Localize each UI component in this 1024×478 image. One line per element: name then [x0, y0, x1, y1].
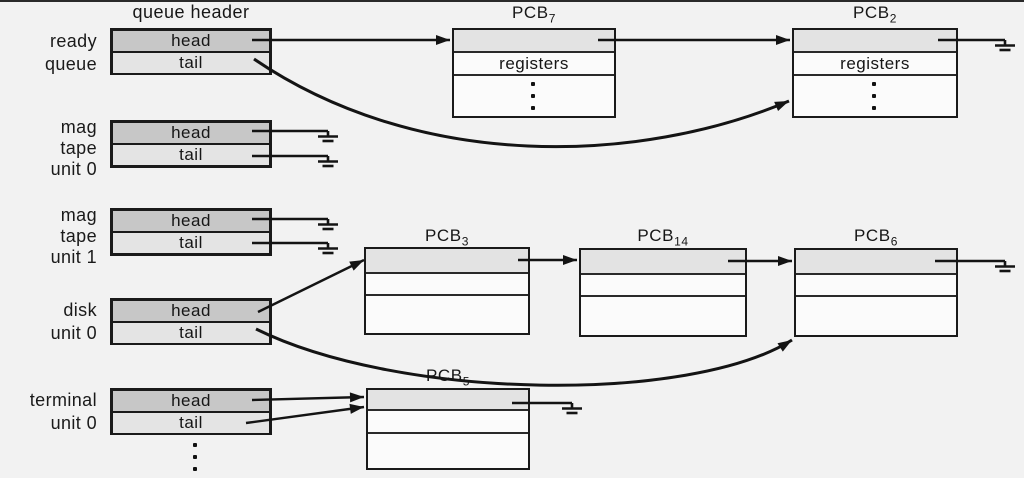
null-pointer-ground-icon: [995, 40, 1015, 52]
pcb2-pointer-cell: [794, 30, 956, 53]
mag-tape-unit0-tail-cell: tail: [113, 143, 269, 165]
vertical-ellipsis-icon: [193, 443, 197, 471]
mag-tape-unit1-header-box: head tail: [110, 208, 272, 256]
arrow-disk-head-to-pcb3: [257, 258, 365, 314]
terminal-unit0-header-box: head tail: [110, 388, 272, 435]
vertical-ellipsis-icon: [872, 82, 876, 110]
mag-tape-unit1-tail-cell: tail: [113, 231, 269, 253]
pcb14-label: PCB14: [637, 226, 689, 249]
screen-top-edge-artifact: [0, 0, 1024, 2]
null-pointer-ground-icon: [995, 261, 1015, 273]
disk-unit0-head-cell: head: [113, 301, 269, 321]
diagram-title: queue header: [132, 2, 250, 22]
disk-unit0-tail-cell: tail: [113, 321, 269, 343]
null-pointer-ground-icon: [318, 219, 338, 231]
pcb6-box: [794, 248, 958, 337]
terminal-unit0-head-cell: head: [113, 391, 269, 411]
mag-tape-unit0-head-cell: head: [113, 123, 269, 143]
disk-unit0-label: disk unit 0: [50, 300, 97, 343]
vertical-ellipsis-icon: [531, 82, 535, 110]
pcb5-label: PCB5: [425, 366, 471, 389]
pcb2-registers-row: registers: [794, 53, 956, 76]
pcb6-label: PCB6: [853, 226, 899, 249]
pcb6-body-row: [796, 297, 956, 335]
pcb3-middle-row: [366, 274, 528, 296]
pcb7-pointer-cell: [454, 30, 614, 53]
terminal-unit0-tail-cell: tail: [113, 411, 269, 433]
ready-queue-tail-cell: tail: [113, 51, 269, 73]
pcb2-label: PCB2: [852, 3, 898, 26]
pcb3-label: PCB3: [424, 226, 470, 249]
pcb6-pointer-cell: [796, 250, 956, 275]
ready-queue-head-cell: head: [113, 31, 269, 51]
mag-tape-unit0-header-box: head tail: [110, 120, 272, 168]
terminal-unit0-label: terminal unit 0: [29, 390, 97, 433]
pcb5-pointer-cell: [368, 390, 528, 411]
mag-tape-unit1-head-cell: head: [113, 211, 269, 231]
pcb6-middle-row: [796, 275, 956, 297]
pcb3-pointer-cell: [366, 249, 528, 274]
pcb14-box: [579, 248, 747, 337]
pcb5-middle-row: [368, 411, 528, 434]
ready-queue-header-box: head tail: [110, 28, 272, 75]
mag-tape-unit1-label: mag tape unit 1: [50, 205, 97, 267]
pcb5-box: [366, 388, 530, 470]
ready-queue-label: ready queue: [44, 31, 97, 74]
pcb3-box: [364, 247, 530, 335]
pcb3-body-row: [366, 296, 528, 333]
null-pointer-ground-icon: [318, 131, 338, 143]
pcb7-label: PCB7: [511, 3, 557, 26]
null-pointer-ground-icon: [562, 403, 582, 415]
pcb14-middle-row: [581, 275, 745, 297]
disk-unit0-header-box: head tail: [110, 298, 272, 345]
mag-tape-unit0-label: mag tape unit 0: [50, 117, 97, 179]
pcb2-box: registers: [792, 28, 958, 118]
pcb14-body-row: [581, 297, 745, 335]
pcb7-registers-row: registers: [454, 53, 614, 76]
pcb5-body-row: [368, 434, 528, 468]
null-pointer-ground-icon: [318, 156, 338, 168]
pcb14-pointer-cell: [581, 250, 745, 275]
null-pointer-ground-icon: [318, 243, 338, 255]
